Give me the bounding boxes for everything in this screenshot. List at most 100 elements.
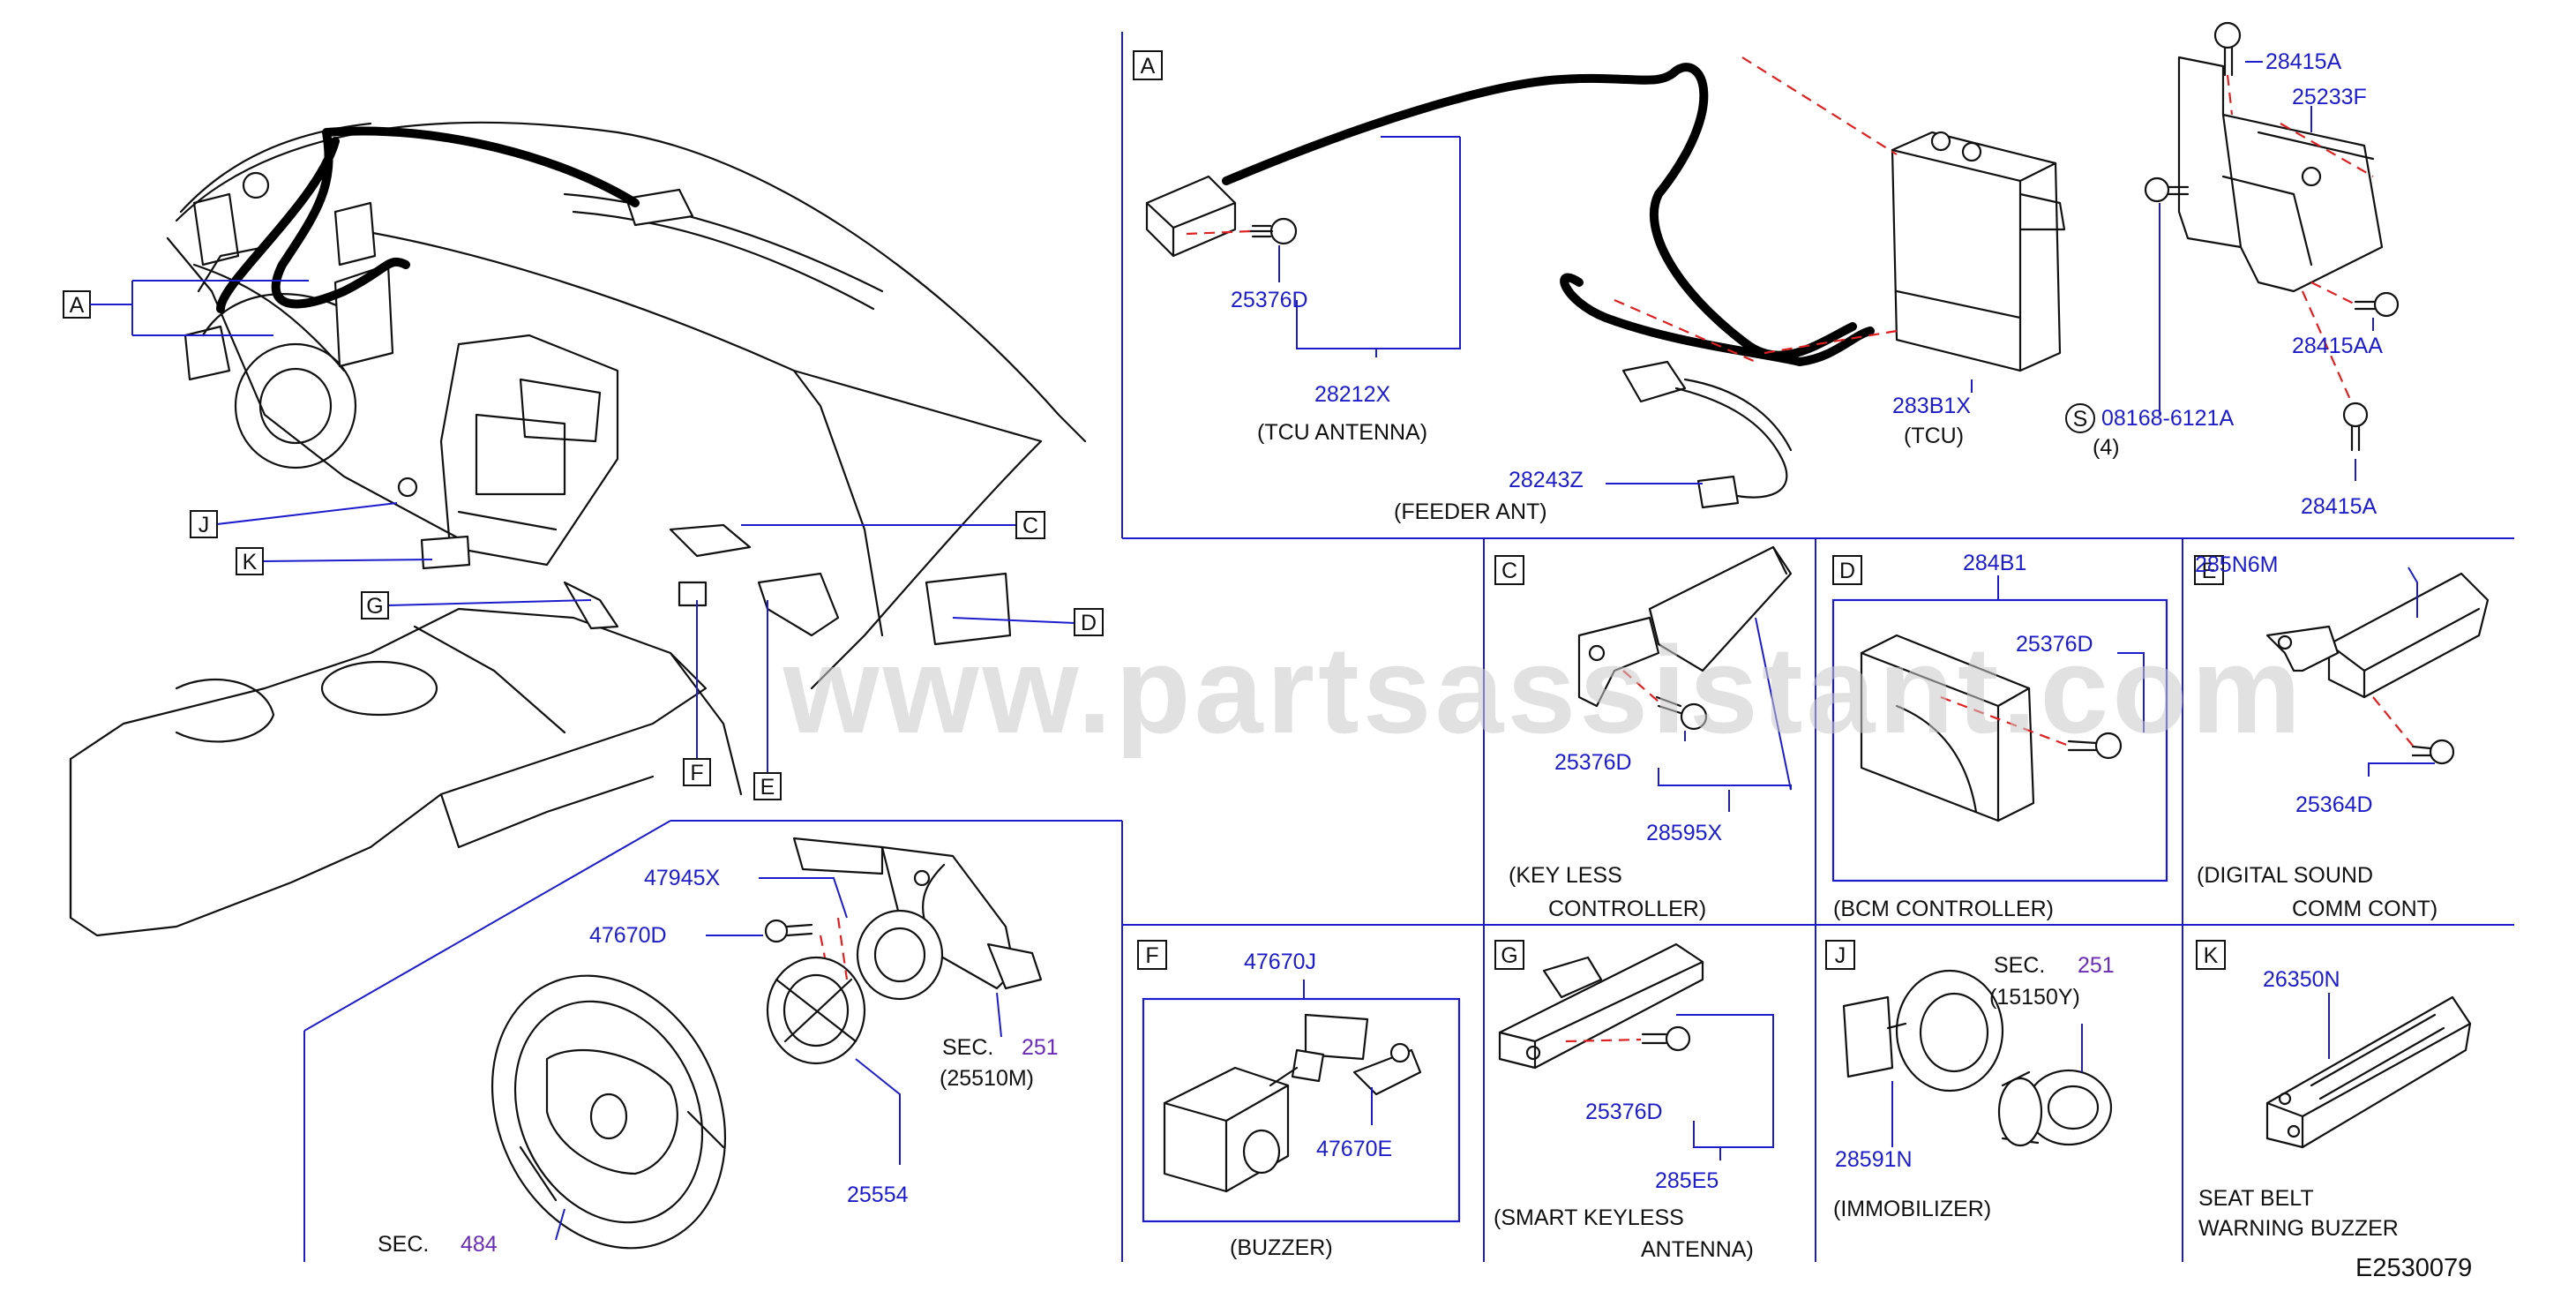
caption-tcu-antenna: (TCU ANTENNA) — [1257, 420, 1427, 445]
sec-label-steer: SEC. — [942, 1035, 993, 1060]
digital-sound-icon — [2327, 572, 2490, 699]
panel-f: F 47670J 47670E (BUZZER) — [1137, 940, 1461, 1260]
caption-seat-belt-2: WARNING BUZZER — [2198, 1216, 2399, 1241]
part-28595x: 28595X — [1646, 821, 1723, 845]
part-47670d: 47670D — [589, 923, 667, 948]
part-28212x: 28212X — [1314, 382, 1391, 407]
part-15150y: (15150Y) — [1989, 985, 2080, 1010]
svg-text:K: K — [2204, 943, 2219, 968]
panel-k-letter: K — [2196, 940, 2226, 970]
overview-letter-boxes: A J K G C D F E — [63, 290, 1104, 800]
screw-right-icon — [2373, 291, 2400, 318]
caption-keyless-2: CONTROLLER) — [1548, 897, 1706, 921]
panel-d-letter: D — [1832, 555, 1862, 585]
part-283b1x: 283B1X — [1892, 394, 1971, 418]
part-28415a-top: 28415A — [2265, 49, 2342, 74]
panel-e: E 285N6M 25364D (DIGITAL SOUND COMM CONT… — [2194, 552, 2490, 921]
panel-j-letter: J — [1825, 940, 1855, 970]
caption-feeder-ant: (FEEDER ANT) — [1394, 499, 1547, 524]
part-25376d-a: 25376D — [1231, 288, 1308, 312]
part-25376d-c: 25376D — [1554, 750, 1632, 775]
caption-keyless-1: (KEY LESS — [1509, 863, 1622, 888]
overview-label-a: A — [63, 290, 91, 319]
svg-text:E: E — [760, 775, 775, 800]
svg-text:D: D — [1081, 611, 1097, 635]
caption-seat-belt-1: SEAT BELT — [2198, 1186, 2314, 1211]
panel-a: A — [1133, 21, 2400, 524]
caption-bcm: (BCM CONTROLLER) — [1833, 897, 2054, 921]
s-mark-icon — [2065, 403, 2095, 433]
sec-251-steer: 251 — [1022, 1035, 1059, 1060]
overview-label-j: J — [190, 510, 218, 538]
sec-label-j: SEC. — [1994, 953, 2045, 978]
overview-label-f: F — [683, 758, 711, 786]
svg-text:F: F — [1145, 943, 1158, 968]
svg-text:J: J — [198, 513, 210, 537]
svg-text:J: J — [1835, 943, 1846, 968]
panel-j: J SEC. 251 (15150Y) 28591N (IMMOBILIZER) — [1825, 940, 2115, 1221]
part-47670e: 47670E — [1316, 1137, 1392, 1161]
screw-left-icon — [2144, 176, 2170, 203]
bolt-e-icon — [2429, 739, 2455, 765]
spiral-cable-icon — [856, 909, 944, 1001]
caption-digital-1: (DIGITAL SOUND — [2197, 863, 2373, 888]
caption-smart-1: (SMART KEYLESS — [1494, 1205, 1684, 1230]
part-28415aa: 28415AA — [2292, 334, 2383, 358]
part-25364d: 25364D — [2295, 792, 2373, 817]
bolt-icon — [1269, 217, 1298, 245]
bolt-c-icon — [1680, 702, 1708, 731]
part-28415a-bottom: 28415A — [2301, 494, 2378, 519]
seat-belt-buzzer-icon — [2265, 995, 2472, 1149]
part-25510m: (25510M) — [940, 1066, 1034, 1091]
panel-g-letter: G — [1494, 940, 1524, 970]
bcm-inner-box — [1831, 598, 2168, 882]
panel-steering: 47945X 47670D SEC. 251 (25510M) 25554 SE… — [378, 837, 1059, 1257]
sec-251-j: 251 — [2078, 953, 2115, 978]
diagram-code: E2530079 — [2355, 1254, 2472, 1282]
part-47945x: 47945X — [644, 866, 721, 890]
panel-d: D 284B1 25376D (BCM CONTROLLER) — [1831, 551, 2168, 921]
overview-label-k: K — [236, 547, 264, 575]
panel-k: K 26350N SEAT BELT WARNING BUZZER — [2196, 940, 2472, 1241]
svg-text:D: D — [1839, 559, 1855, 583]
caption-tcu: (TCU) — [1904, 424, 1964, 448]
caption-digital-2: COMM CONT) — [2292, 897, 2437, 921]
bracket-icon — [2177, 56, 2384, 293]
caption-buzzer: (BUZZER) — [1230, 1235, 1333, 1260]
sec-484: 484 — [461, 1232, 498, 1257]
bolt-g-icon — [1665, 1025, 1691, 1052]
svg-text:S: S — [2073, 407, 2088, 432]
overview-label-c: C — [1015, 511, 1045, 539]
panel-g: G 25376D 285E5 (SMART KEYLESS ANTENNA) — [1494, 940, 1774, 1262]
panel-f-letter: F — [1137, 940, 1167, 970]
buzzer-inner-box — [1142, 997, 1461, 1223]
part-47670j: 47670J — [1244, 950, 1316, 974]
svg-text:C: C — [1501, 559, 1517, 583]
svg-text:A: A — [1141, 54, 1156, 79]
svg-text:E: E — [2202, 559, 2217, 583]
bolt-steer-icon — [764, 919, 789, 943]
dashboard-overview — [69, 121, 1087, 937]
quantity-4: (4) — [2093, 435, 2120, 460]
svg-text:G: G — [1501, 943, 1517, 968]
overview-label-d: D — [1074, 608, 1104, 636]
panel-c-letter: C — [1494, 555, 1524, 585]
combination-switch-icon — [792, 837, 884, 875]
part-284b1: 284B1 — [1963, 551, 2026, 575]
screw-top-icon — [2213, 21, 2242, 49]
panel-c: C 25376D 28595X (KEY LESS CONTROLLER) — [1494, 545, 1793, 921]
tcu-antenna-icon — [1145, 175, 1237, 258]
panel-frame-lines — [303, 32, 2514, 1262]
steering-wheel-icon — [490, 974, 727, 1250]
part-285n6m: 285N6M — [2195, 552, 2279, 577]
part-28243z: 28243Z — [1509, 468, 1584, 492]
part-25376d-g: 25376D — [1585, 1100, 1663, 1124]
buzzer-connector-icon — [1304, 1013, 1369, 1061]
watermark: www.partsassistant.com — [783, 620, 2304, 759]
part-26350n: 26350N — [2263, 967, 2340, 992]
sec-label-wheel: SEC. — [378, 1232, 429, 1257]
part-25376d-d: 25376D — [2016, 632, 2093, 657]
bolt-d-icon — [2094, 732, 2123, 760]
